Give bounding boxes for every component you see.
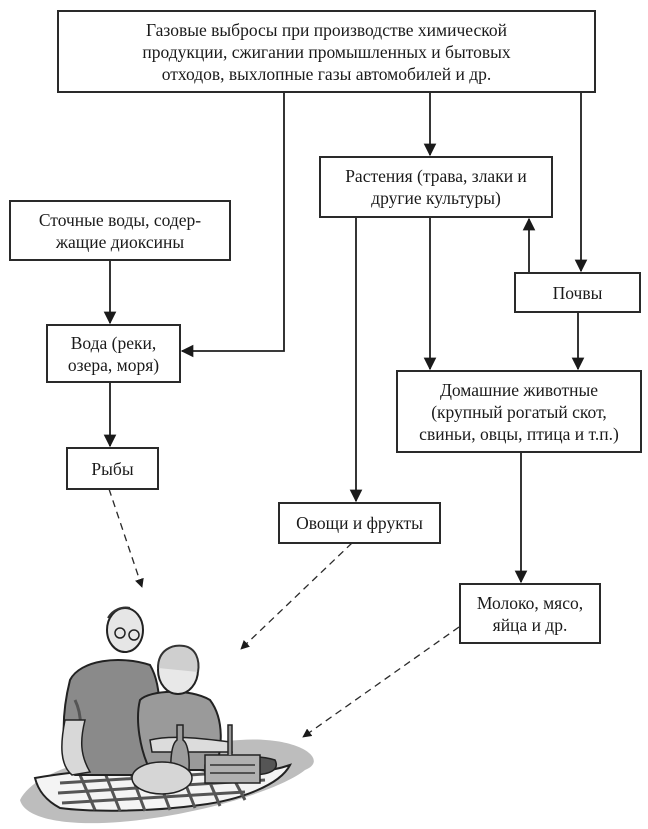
edge-emissions-water (180, 92, 285, 358)
node-vegetables: Овощи и фрукты (278, 502, 441, 544)
picnic-couple-illustration (20, 606, 314, 824)
node-emissions: Газовые выбросы при производстве химичес… (57, 10, 596, 93)
picnic-basket (204, 754, 261, 784)
man-head (106, 607, 144, 653)
edge-vegetables-people (240, 542, 353, 650)
bread-loaf (131, 761, 193, 795)
edge-fish-people (108, 488, 144, 588)
node-fish: Рыбы (66, 447, 159, 490)
node-water: Вода (реки, озера, моря) (46, 324, 181, 383)
node-animals: Домашние животные (крупный рогатый скот,… (396, 370, 642, 453)
node-plants: Растения (трава, злаки и другие культуры… (319, 156, 553, 218)
edge-dairy-people (302, 626, 460, 738)
node-soils: Почвы (514, 272, 641, 313)
node-dairy-meat: Молоко, мясо, яйца и др. (459, 583, 601, 644)
node-wastewater: Сточные воды, содер- жащие диоксины (9, 200, 231, 261)
